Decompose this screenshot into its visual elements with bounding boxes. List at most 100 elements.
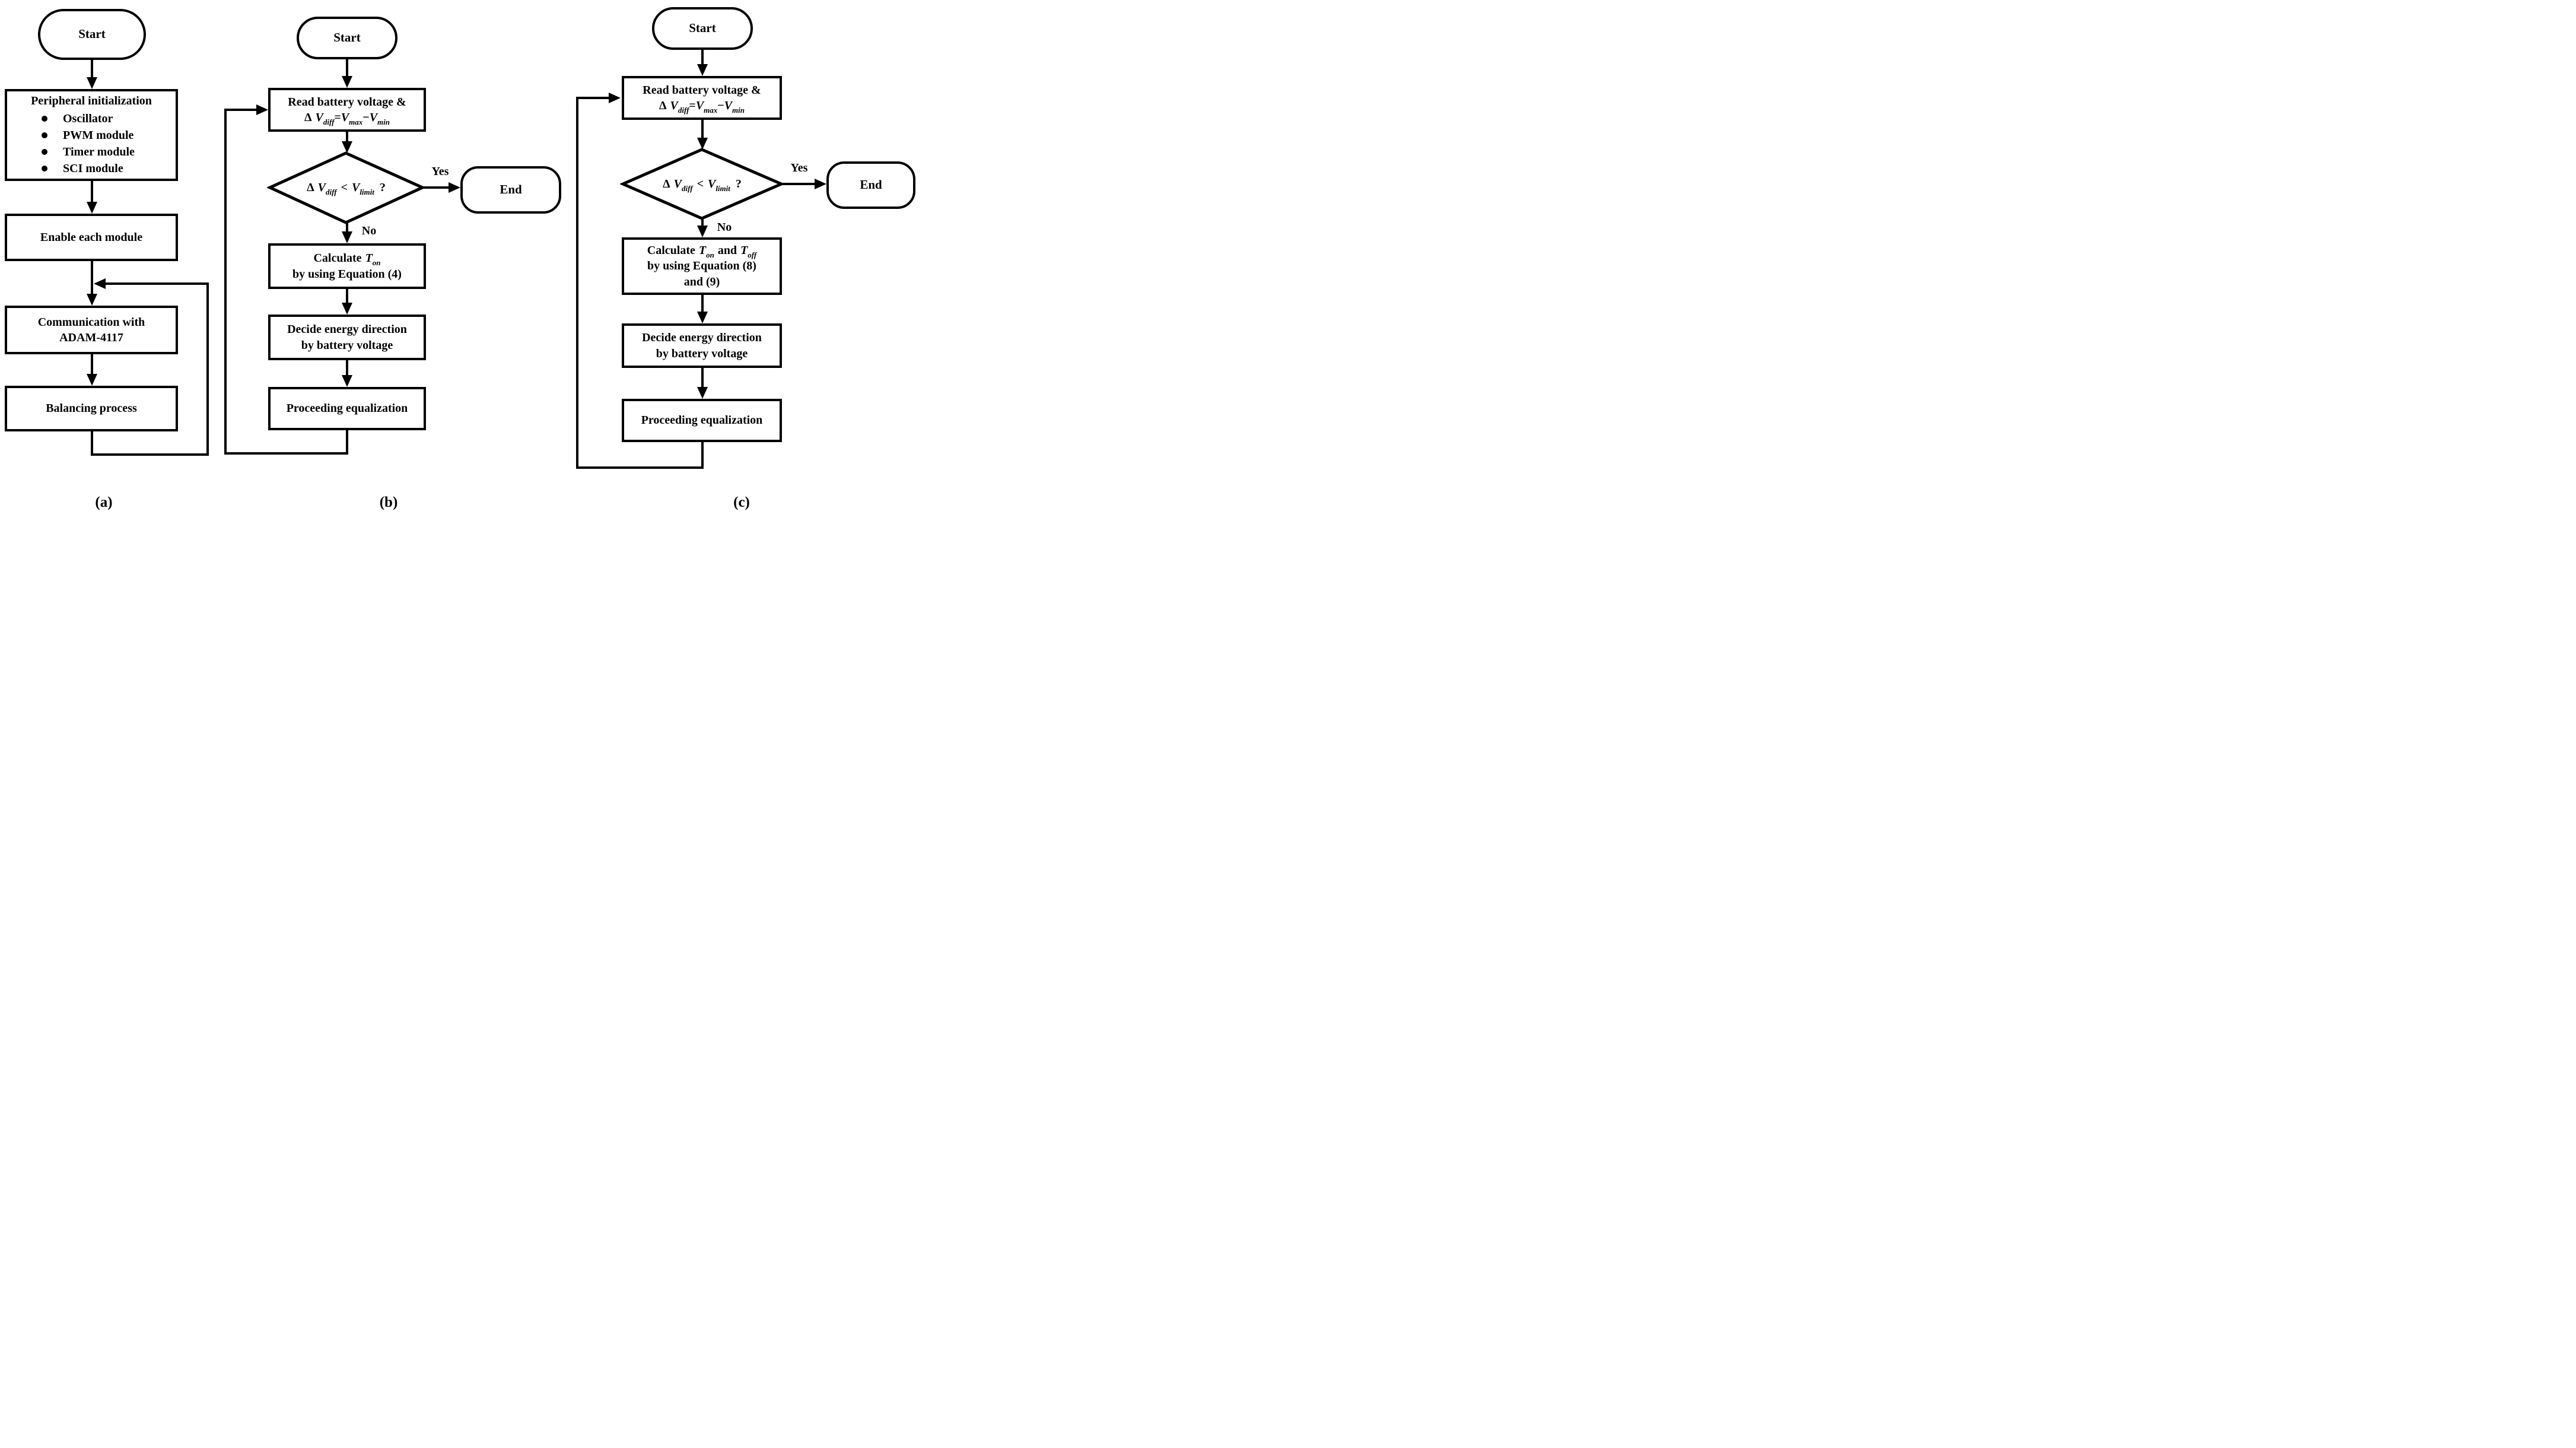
var-v: V (707, 177, 716, 190)
sub-on: on (706, 250, 714, 259)
a-balancing-box: Balancing process (5, 386, 178, 431)
sub-diff: diff (678, 106, 689, 115)
c-loop-arrowhead-right-icon (609, 93, 621, 103)
c-loop-left-segment (576, 97, 578, 469)
sub-limit: limit (715, 183, 730, 193)
b-loop-arrowhead-right-icon (256, 104, 268, 115)
var-v: V (341, 111, 349, 124)
a-arrowhead-down-icon (87, 294, 97, 306)
b-arrowhead-down-icon (342, 76, 352, 88)
calculate-word: Calculate (647, 243, 695, 257)
a-loop-bottom-stub (91, 431, 93, 456)
b-connector-start-read (346, 59, 348, 77)
minus-sign: − (362, 111, 370, 124)
bullet-icon (42, 149, 47, 155)
var-v: V (670, 99, 678, 112)
panel-c-label: (c) (733, 494, 750, 510)
b-loop-left-segment (224, 109, 227, 455)
panel-a-label: (a) (95, 494, 113, 510)
c-proceeding-box: Proceeding equalization (622, 399, 782, 442)
c-decide-direction-box: Decide energy direction by battery volta… (622, 323, 782, 368)
a-enable-module-label: Enable each module (40, 230, 143, 244)
a-init-item-label: Timer module (63, 145, 135, 158)
b-loop-bottom-segment (224, 452, 348, 455)
c-loop-bottom-segment (576, 466, 704, 469)
sub-off: off (748, 250, 757, 259)
a-peripheral-init-box: Peripheral initialization Oscillator PWM… (5, 89, 178, 181)
c-arrowhead-down-icon (697, 226, 708, 237)
sub-diff: diff (326, 188, 337, 196)
flowchart-figure: Start Peripheral initialization Oscillat… (0, 0, 918, 516)
question-mark: ? (735, 177, 742, 190)
a-init-item-oscillator: Oscillator (7, 110, 176, 127)
and-word: and (717, 243, 737, 257)
b-decide-line1: Decide energy direction (287, 323, 407, 336)
c-loop-top-segment (578, 97, 609, 99)
a-connector-comm-balance (91, 354, 93, 375)
var-t: T (365, 252, 373, 265)
b-read-line1: Read battery voltage & (288, 95, 406, 109)
b-no-connector (346, 223, 348, 233)
c-end-label: End (860, 177, 882, 192)
equals-sign: = (334, 111, 341, 124)
a-enable-module-box: Enable each module (5, 214, 178, 261)
b-arrowhead-down-icon (342, 375, 352, 387)
c-decide-line2: by battery voltage (656, 347, 748, 360)
var-v: V (695, 99, 704, 112)
b-calc-line2: by using Equation (4) (292, 267, 402, 281)
c-no-label: No (717, 221, 732, 234)
c-calc-line3: and (9) (683, 275, 720, 288)
c-connector-calc-decide (701, 295, 704, 312)
c-connector-start-read (701, 50, 704, 65)
b-proceeding-box: Proceeding equalization (268, 387, 426, 430)
b-no-label: No (361, 224, 377, 237)
a-peripheral-init-title: Peripheral initialization (31, 94, 152, 107)
a-init-item-sci: SCI module (7, 160, 176, 177)
a-init-item-label: PWM module (63, 128, 134, 142)
var-v: V (317, 181, 326, 194)
c-proceeding-label: Proceeding equalization (641, 414, 763, 427)
var-v: V (673, 177, 682, 190)
c-arrowhead-down-icon (697, 387, 708, 399)
c-arrowhead-down-icon (697, 138, 708, 150)
a-init-item-timer: Timer module (7, 144, 176, 160)
minus-sign: − (717, 99, 724, 112)
sub-max: max (704, 106, 718, 115)
b-arrowhead-down-icon (342, 231, 352, 243)
delta-symbol: Δ (663, 177, 670, 190)
bullet-icon (42, 116, 47, 122)
a-communication-line2: ADAM-4117 (59, 331, 123, 344)
c-start-terminal: Start (652, 7, 753, 50)
var-v: V (724, 99, 733, 112)
c-decide-line1: Decide energy direction (642, 331, 762, 345)
equals-sign: = (689, 99, 696, 112)
a-init-item-label: Oscillator (63, 112, 113, 125)
delta-symbol: Δ (307, 181, 314, 194)
bullet-icon (42, 132, 47, 138)
c-arrowhead-right-icon (815, 179, 826, 189)
c-arrowhead-down-icon (697, 64, 708, 76)
b-connector-calc-decide (346, 289, 348, 304)
a-connector-enable-comm (91, 261, 93, 294)
c-end-terminal: End (826, 161, 915, 209)
b-end-terminal: End (460, 166, 561, 214)
sub-max: max (349, 118, 363, 126)
a-start-terminal: Start (38, 9, 146, 60)
c-yes-connector (781, 183, 815, 185)
var-t: T (698, 243, 707, 257)
c-start-label: Start (689, 21, 716, 36)
c-loop-bottom-stub (701, 442, 704, 469)
var-v: V (369, 111, 378, 124)
b-connector-read-decision (346, 132, 348, 142)
b-arrowhead-right-icon (449, 182, 460, 193)
b-loop-bottom-stub (346, 430, 348, 455)
question-mark: ? (379, 181, 386, 194)
var-t: T (740, 243, 748, 257)
b-loop-top-segment (227, 109, 256, 111)
